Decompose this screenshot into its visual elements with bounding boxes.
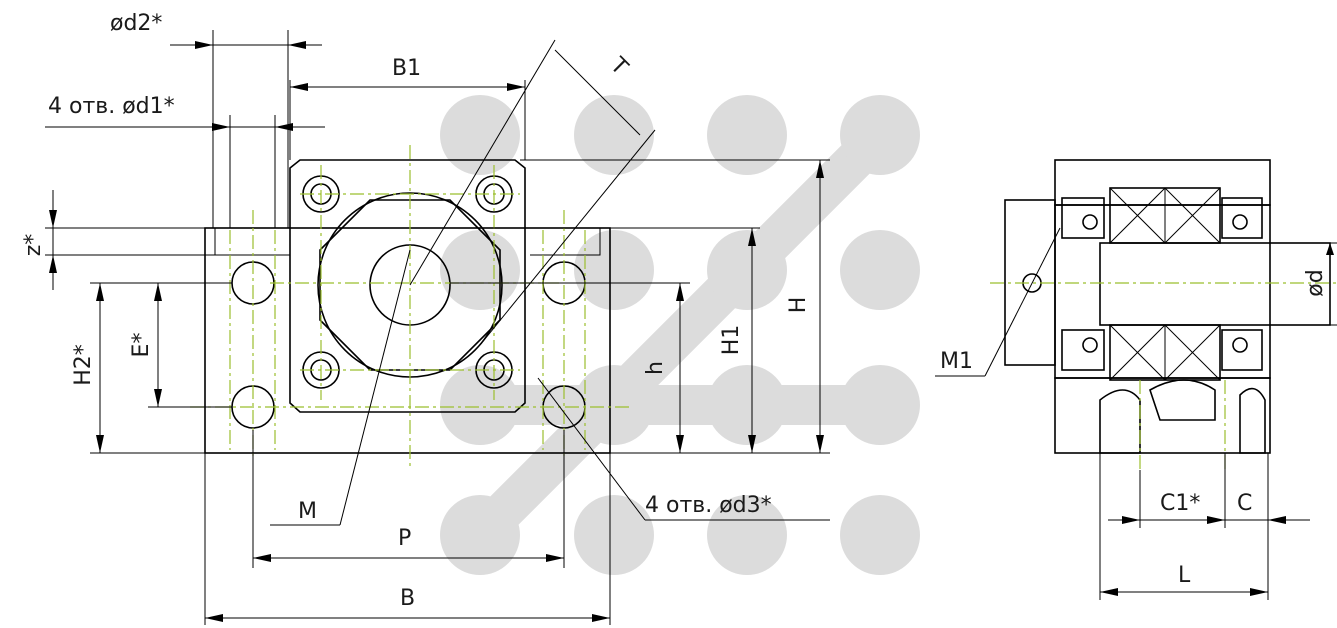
upper-block [289, 159, 526, 413]
label-t: T [604, 52, 632, 80]
label-b1: B1 [392, 56, 421, 81]
label-e: E* [129, 333, 154, 358]
label-b: B [400, 586, 415, 611]
arrowheads-front [49, 41, 824, 622]
label-c: C [1237, 491, 1252, 516]
label-m1: M1 [940, 349, 973, 374]
label-c1: C1* [1160, 491, 1200, 516]
label-d1: 4 отв. ød1* [48, 94, 175, 119]
watermark-logo [440, 95, 920, 575]
front-view [45, 30, 830, 625]
label-h: h [643, 361, 668, 375]
label-l: L [1178, 563, 1191, 588]
side-view [935, 159, 1337, 600]
label-h1: H1 [719, 325, 744, 356]
centerlines-front [190, 145, 630, 470]
label-H: H [786, 297, 811, 314]
label-z: z* [21, 234, 46, 257]
label-h2: H2* [71, 344, 96, 386]
label-p: P [398, 526, 411, 551]
label-d3: 4 отв. ød3* [645, 493, 772, 518]
label-d: ød [1303, 269, 1328, 296]
label-m: M [298, 499, 317, 524]
label-d2: ød2* [110, 11, 162, 36]
base-plate [204, 227, 611, 454]
